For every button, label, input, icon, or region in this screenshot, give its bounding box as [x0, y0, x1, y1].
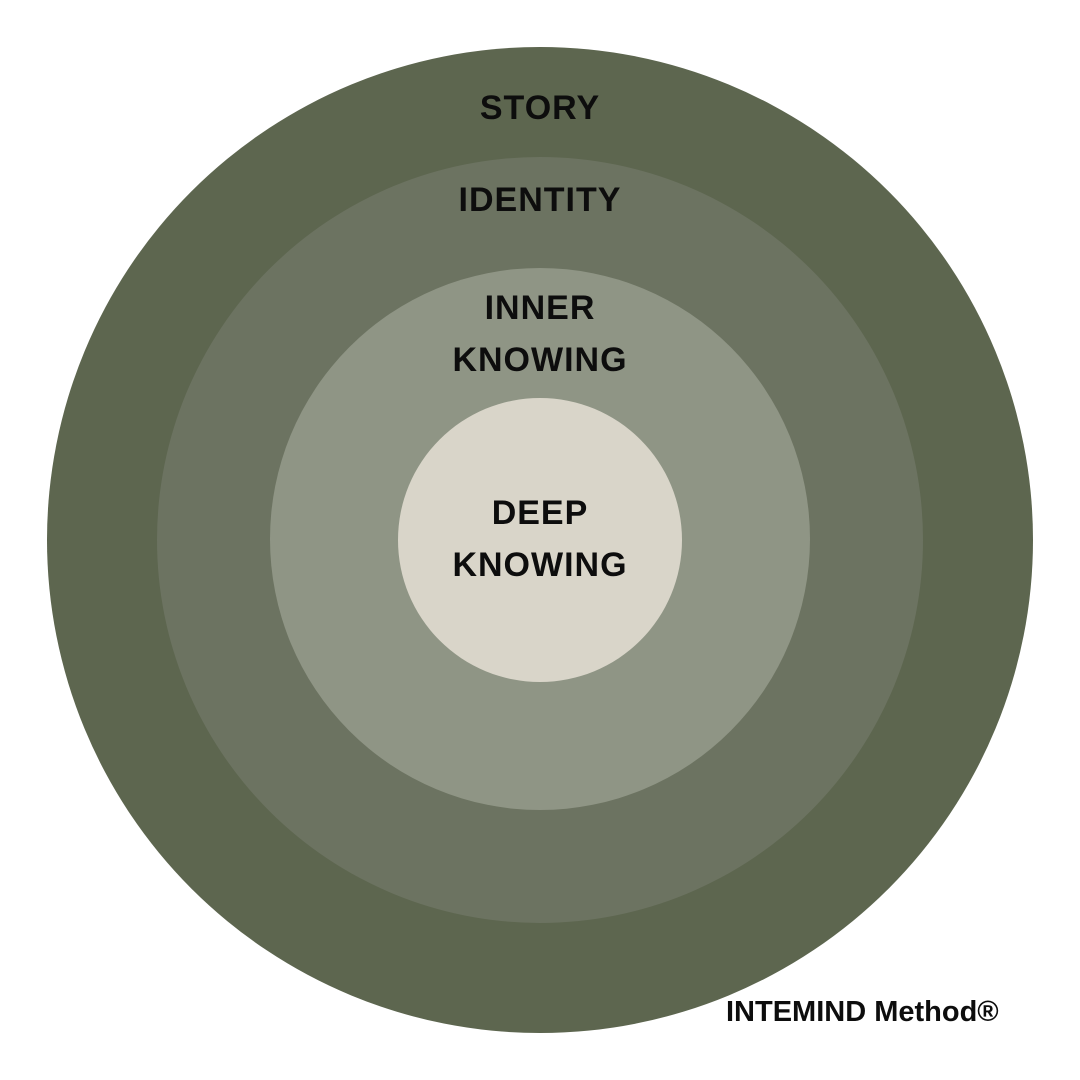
identity-label: IDENTITY [0, 174, 1080, 226]
story-label: STORY [0, 82, 1080, 134]
method-footer: INTEMIND Method® [726, 996, 999, 1028]
deep-knowing-label-line-1: DEEP [491, 494, 589, 532]
identity-label-line: IDENTITY [458, 181, 622, 219]
deep-knowing-label-line-2: KNOWING [452, 546, 628, 584]
deep-knowing-circle [398, 398, 682, 682]
inner-knowing-label-line-2: KNOWING [452, 341, 628, 379]
inner-knowing-label: INNER KNOWING [0, 282, 1080, 386]
deep-knowing-label: DEEP KNOWING [0, 487, 1080, 591]
inner-knowing-label-line-1: INNER [484, 289, 596, 327]
story-label-line: STORY [479, 89, 601, 127]
